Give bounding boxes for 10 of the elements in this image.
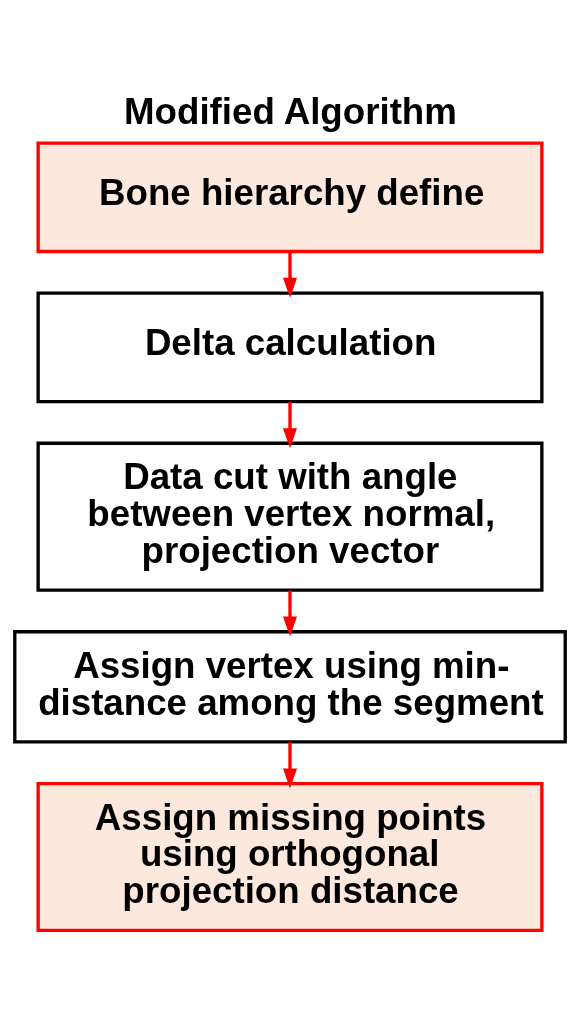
- node-box: Assign vertex using min-distance among the segment: [13, 630, 567, 744]
- arrow: [282, 742, 298, 789]
- arrow: [282, 251, 298, 298]
- node-box: Assign missing points using orthogonal projection distance: [36, 781, 544, 932]
- node-box: Data cut with angle between vertex normal, projection vector: [36, 441, 544, 592]
- diagram-title: Modified Algorithm: [124, 91, 457, 133]
- node-box: Bone hierarchy define: [36, 141, 544, 254]
- node-box: Delta calculation: [36, 291, 544, 404]
- arrow: [282, 402, 298, 449]
- arrow: [282, 590, 298, 637]
